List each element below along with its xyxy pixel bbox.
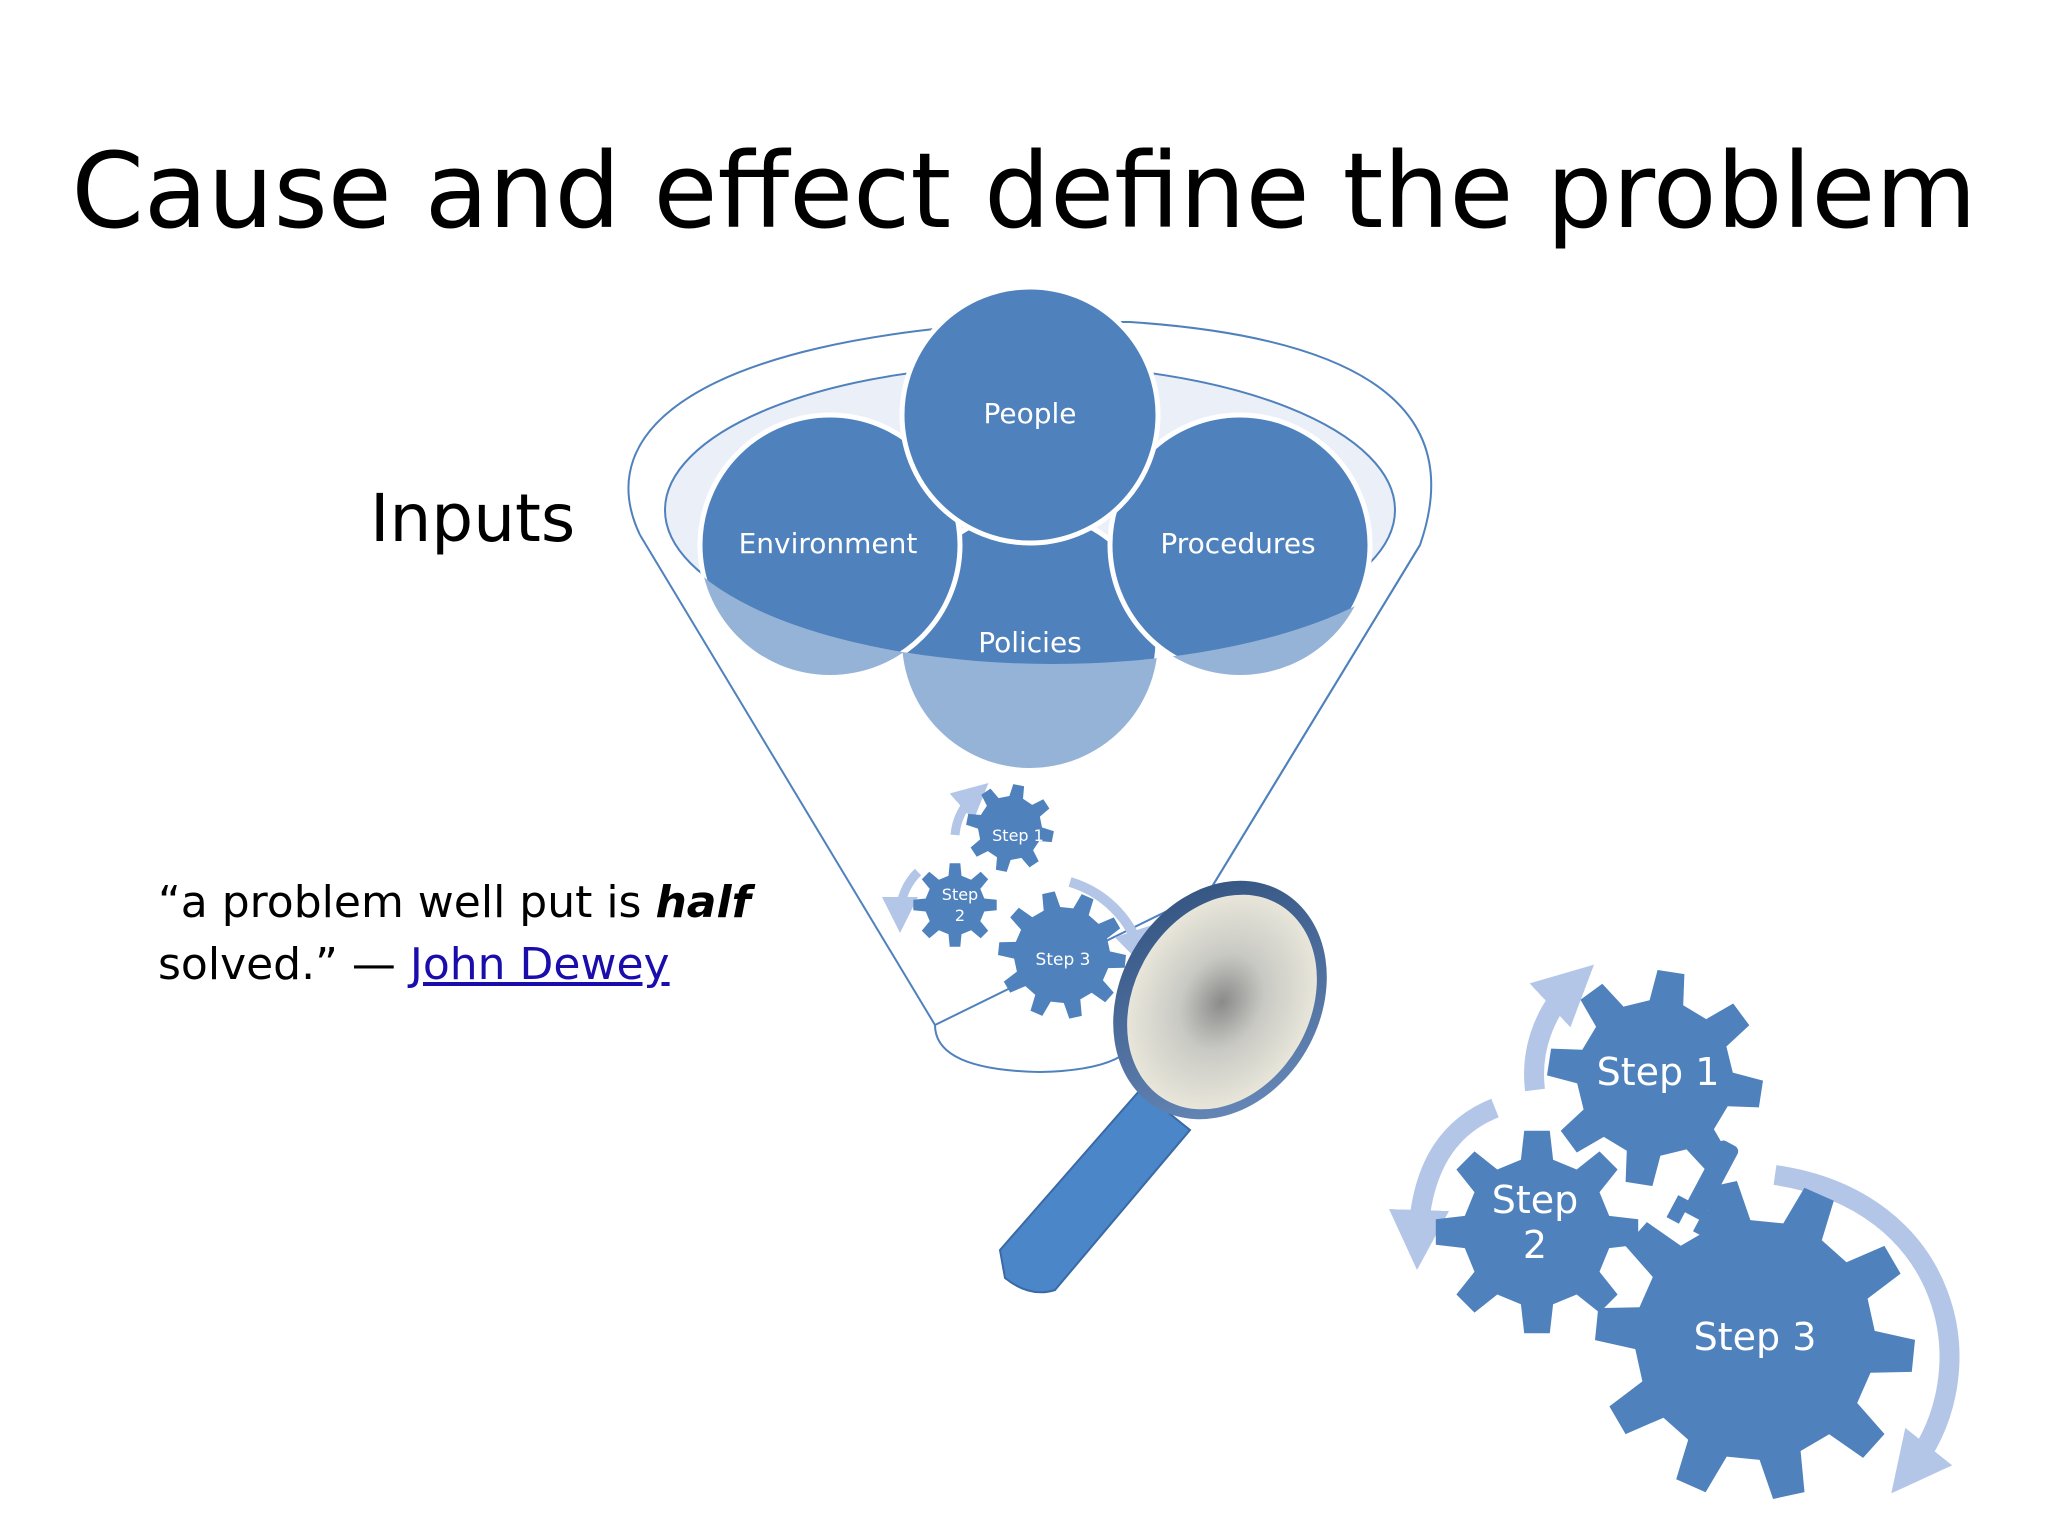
large-step-1-label: Step 1: [1597, 1050, 1720, 1094]
large-gears: Step 1 Step 2 Step 3: [1389, 964, 1960, 1499]
gear-shape: [913, 863, 997, 947]
gear-icon: [966, 784, 1054, 872]
procedures-label: Procedures: [1160, 527, 1315, 560]
magnifier-icon: [998, 880, 1327, 1294]
quote-emphasis: half: [655, 877, 751, 928]
policies-label: Policies: [978, 626, 1082, 659]
gear-icon: [998, 891, 1126, 1019]
large-step-2-label-line2: 2: [1523, 1223, 1547, 1267]
gear-icon: [1547, 970, 1763, 1186]
gear-icon: [913, 863, 997, 947]
people-label: People: [983, 397, 1076, 430]
environment-label: Environment: [739, 527, 918, 560]
large-step-2-label-line1: Step: [1492, 1178, 1579, 1222]
wrench-icon: [1666, 1140, 1739, 1238]
slide-title: Cause and effect define the problem: [71, 130, 1977, 252]
inputs-label: Inputs: [370, 480, 576, 557]
gear-icon: [1435, 1130, 1639, 1334]
gear-shape: [1435, 1130, 1639, 1334]
small-gears: Step 1 Step 2 Step 3: [881, 783, 1153, 1019]
gear-shape: [998, 891, 1126, 1019]
quote-open: “a problem well put is: [158, 877, 656, 928]
small-step-1-label: Step 1: [992, 826, 1044, 845]
quote-middle: solved.” —: [158, 939, 410, 990]
quote: “a problem well put is half solved.” — J…: [158, 872, 798, 996]
gear-shape: [966, 784, 1054, 872]
people-circle: [899, 284, 1161, 546]
gear-shape: [1595, 1181, 1915, 1499]
input-circles: People Environment Procedures Policies: [697, 284, 1373, 768]
large-step-3-label: Step 3: [1694, 1315, 1817, 1359]
small-step-2-label-line2: 2: [955, 906, 965, 925]
small-step-2-label-line1: Step: [942, 885, 978, 904]
small-step-3-label: Step 3: [1036, 950, 1091, 970]
gear-shape: [1547, 970, 1763, 1186]
author-link[interactable]: John Dewey: [409, 939, 670, 990]
gear-icon: [1595, 1181, 1915, 1499]
